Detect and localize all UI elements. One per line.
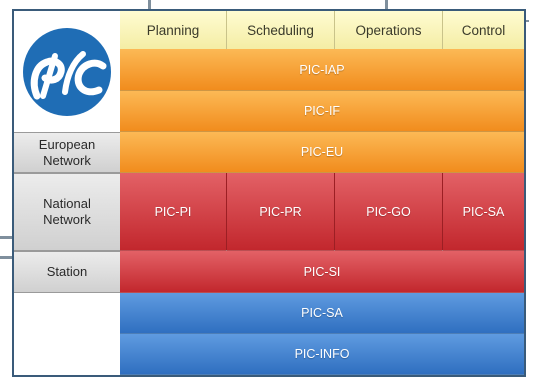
row-label-station: Station: [14, 251, 120, 293]
bar-pic-info: PIC-INFO: [120, 334, 524, 375]
bar-pic-sa: PIC-SA: [120, 293, 524, 334]
phase-header: Scheduling: [227, 11, 335, 49]
pic-logo-icon: [23, 27, 111, 116]
row-label-national-network: National Network: [14, 173, 120, 251]
bar-pic-pi: PIC-PI: [120, 173, 227, 251]
guide-line: [0, 236, 12, 239]
row-label-european-network: European Network: [14, 132, 120, 173]
bar-pic-pr: PIC-PR: [227, 173, 335, 251]
logo-cell: [14, 11, 120, 132]
bar-pic-eu: PIC-EU: [120, 132, 524, 173]
bar-pic-go: PIC-GO: [335, 173, 443, 251]
bar-pic-iap: PIC-IAP: [120, 49, 524, 91]
guide-line: [0, 256, 12, 259]
bar-pic-si: PIC-SI: [120, 251, 524, 293]
phase-header: Control: [443, 11, 524, 49]
guide-line: [148, 0, 151, 9]
pic-architecture-diagram: Planning Scheduling Operations Control P…: [12, 9, 526, 377]
phase-header: Operations: [335, 11, 443, 49]
phase-header: Planning: [120, 11, 227, 49]
bar-pic-if: PIC-IF: [120, 91, 524, 132]
bar-pic-sa-national: PIC-SA: [443, 173, 524, 251]
guide-line: [526, 20, 529, 22]
empty-label-cell: [14, 293, 120, 375]
guide-line: [385, 0, 388, 9]
